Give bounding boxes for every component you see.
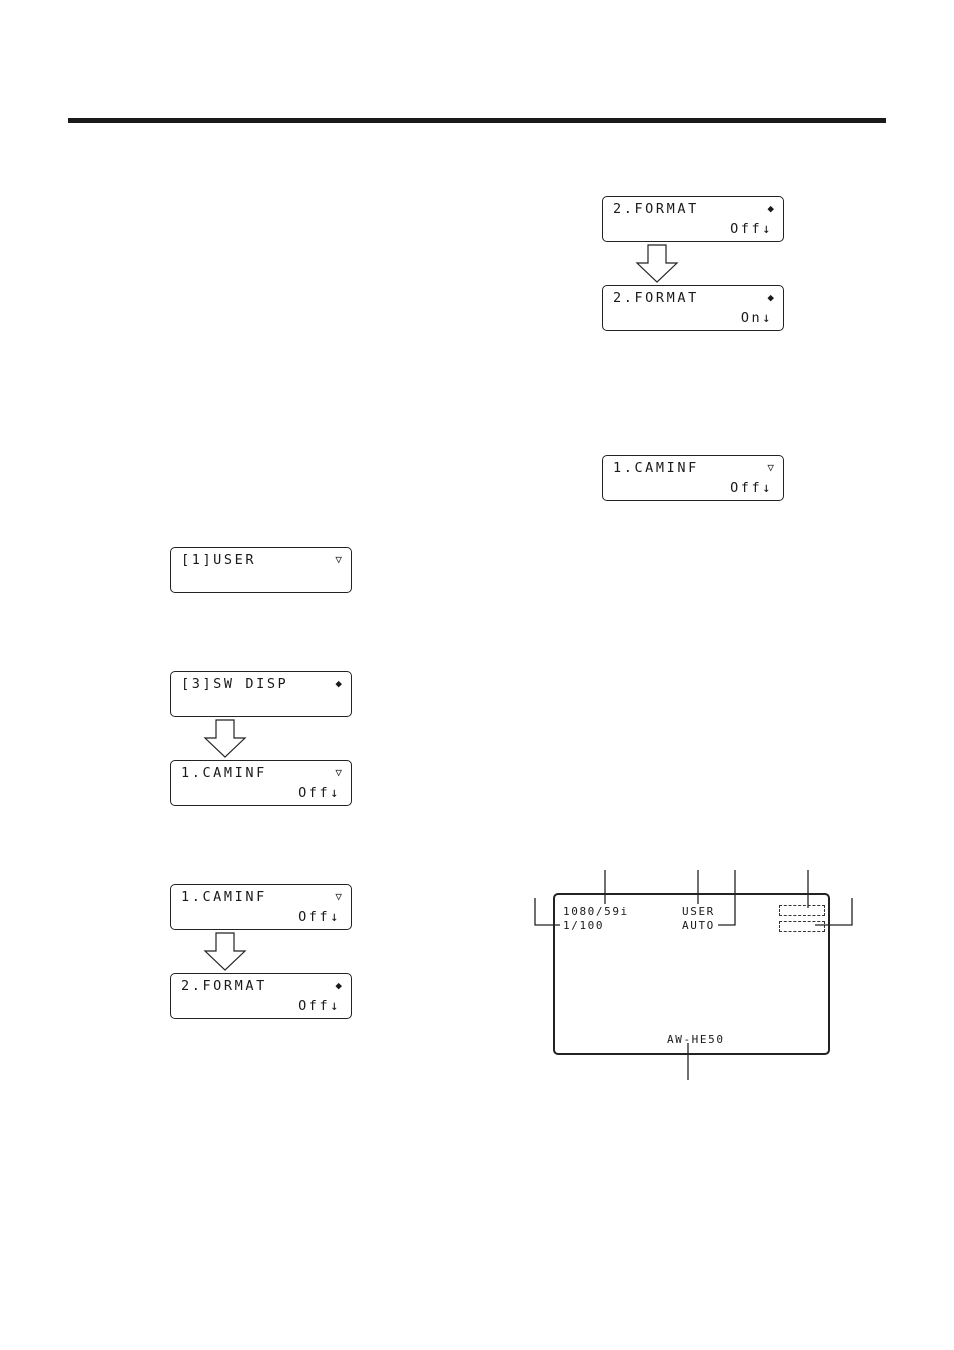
- callout-leader-lines: [0, 0, 954, 1350]
